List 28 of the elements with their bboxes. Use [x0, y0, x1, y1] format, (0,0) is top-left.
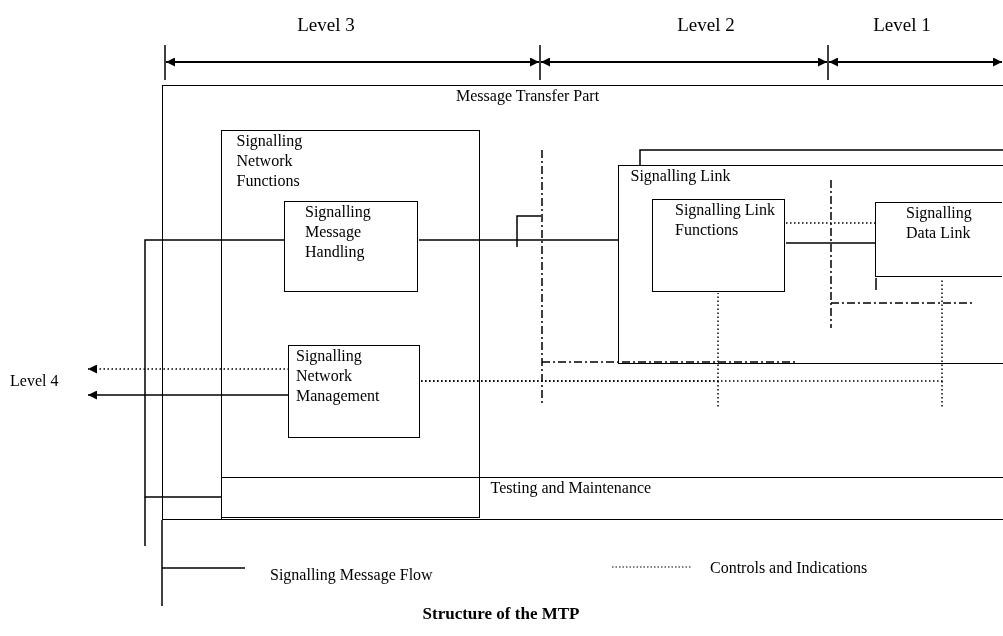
node-label: Signalling Network Management	[296, 346, 381, 406]
process-box	[652, 199, 785, 292]
process-box	[284, 201, 418, 292]
group-box	[220, 129, 480, 518]
connector-line	[785, 242, 877, 244]
node-label: Signalling Link Functions	[675, 200, 775, 240]
node-label: Signalling Message Handling	[305, 202, 372, 262]
node-label: Signalling Network Functions	[236, 130, 304, 191]
node-label: Message Transfer Part	[456, 86, 600, 106]
level-label: Level 3	[297, 14, 355, 36]
band	[220, 476, 1003, 520]
process-box	[875, 202, 1002, 277]
level-label: Level 1	[873, 14, 931, 36]
legend-label: Controls and Indications	[710, 559, 868, 577]
system-box	[162, 85, 1003, 520]
level-label: Level 4	[10, 360, 88, 405]
connector-line	[418, 239, 619, 241]
caption: Structure of the MTP	[422, 604, 580, 624]
node-label: Signalling Link	[630, 165, 731, 186]
arrow	[87, 390, 290, 400]
node-label: Testing and Maintenance	[490, 477, 652, 498]
connector-line	[144, 239, 286, 498]
level-label: Level 2	[677, 14, 735, 36]
group-box	[617, 164, 1003, 364]
connector-line	[785, 222, 877, 224]
process-box	[288, 345, 420, 438]
legend-label: Signalling Message Flow	[270, 566, 433, 584]
node-label: Signalling Data Link	[906, 203, 973, 243]
